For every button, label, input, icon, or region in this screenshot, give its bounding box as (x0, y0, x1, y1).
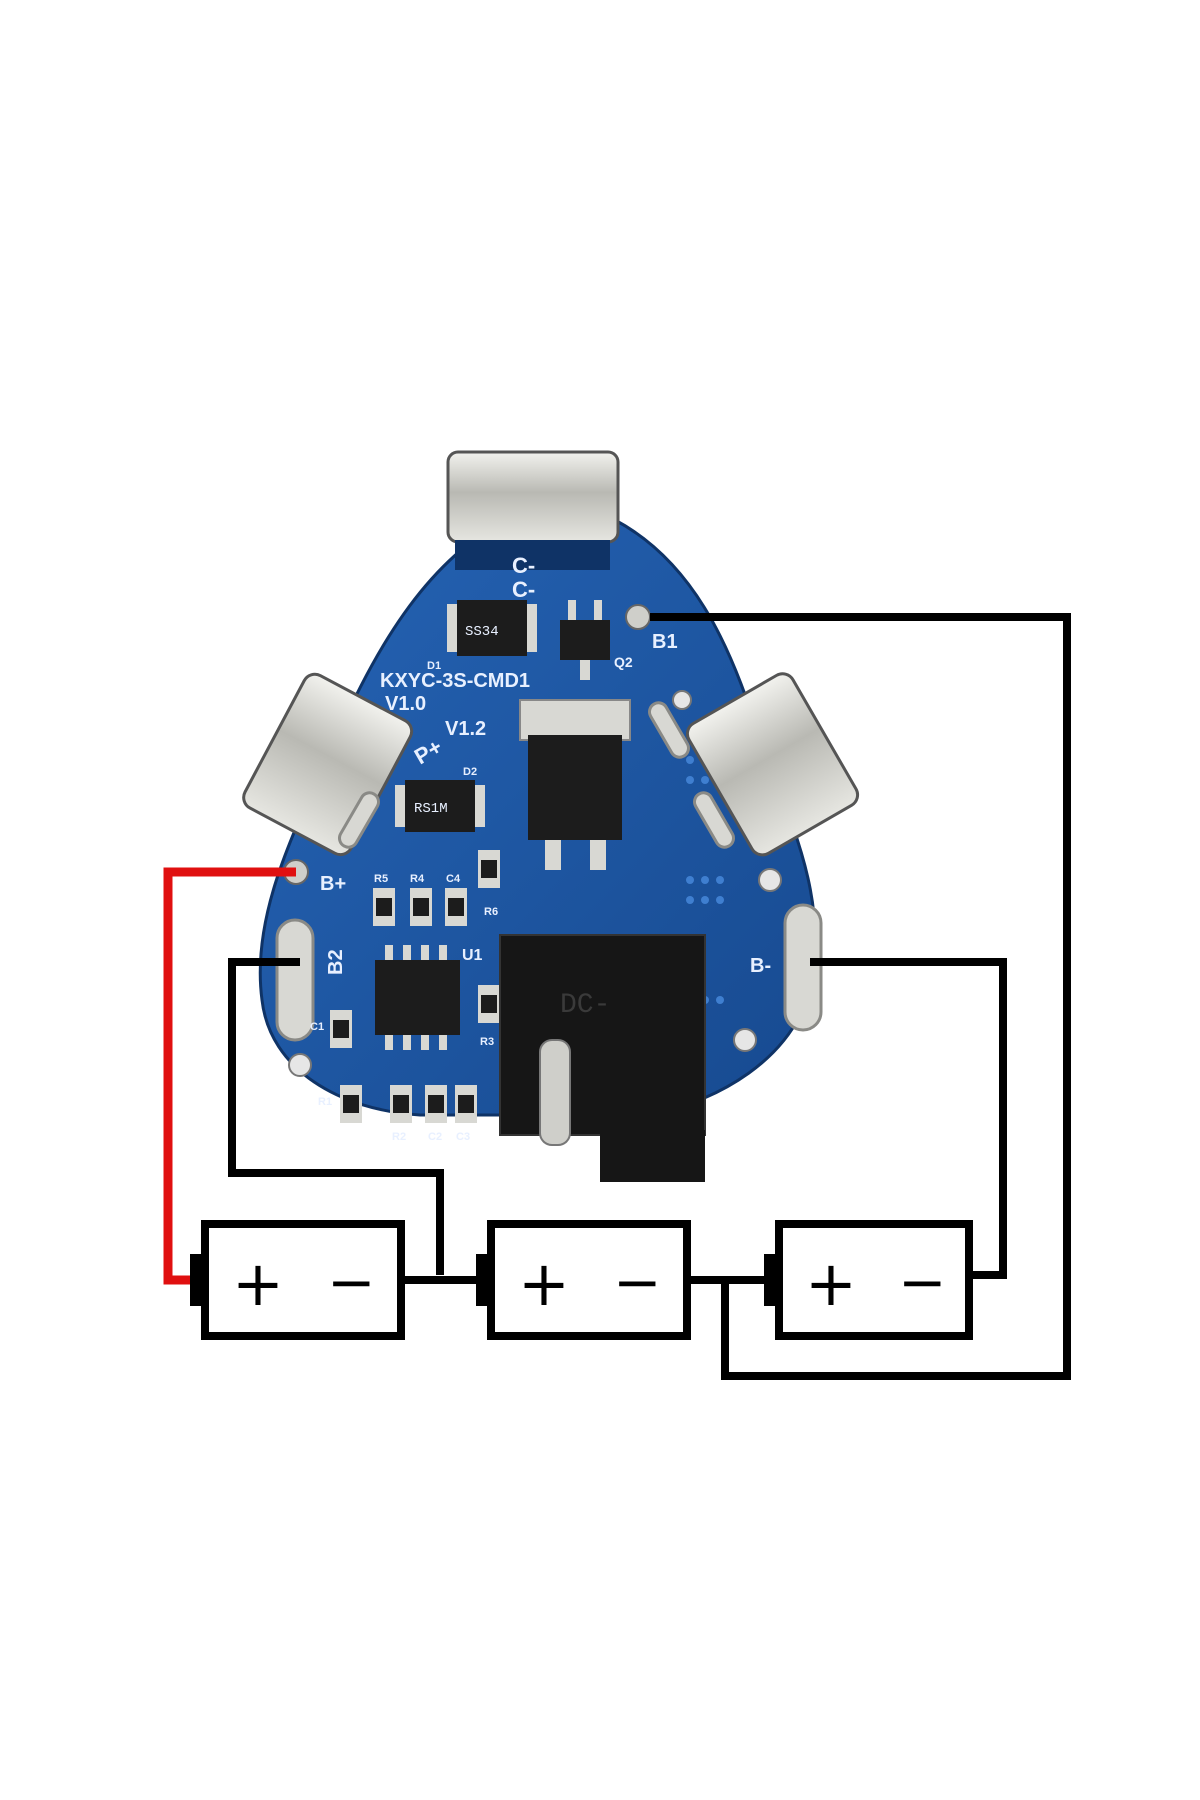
board-version-b: V1.2 (445, 718, 486, 740)
wire-b-minus (810, 958, 1007, 1279)
cell-3-plus: + (805, 1247, 857, 1320)
dc-jack: DC- (499, 934, 706, 1182)
ref-r3: R3 (480, 1036, 494, 1048)
ref-q2: Q2 (614, 654, 633, 670)
wire-b1 (650, 613, 1071, 1380)
board-version-a: V1.0 (385, 693, 426, 715)
wire-b-plus (163, 867, 296, 1285)
battery-cell-1: + − (190, 1220, 405, 1340)
label-b-minus: B- (750, 955, 771, 977)
battery-cell-2: + − (476, 1220, 691, 1340)
cell-1-minus: − (327, 1248, 376, 1316)
pad-b2 (275, 918, 315, 1042)
wires (163, 613, 1071, 1380)
ref-c1: C1 (310, 1021, 324, 1033)
dc-jack-marking: DC- (560, 990, 610, 1021)
ref-c4: C4 (446, 873, 461, 885)
pad-slots (275, 701, 823, 1042)
diode-d1: SS34 (447, 600, 537, 656)
ref-r4: R4 (410, 873, 425, 885)
cell-1-plus: + (232, 1247, 284, 1320)
tab-right (685, 672, 860, 857)
ref-r6: R6 (484, 906, 498, 918)
cell-2-plus: + (518, 1247, 570, 1320)
smd-passives (330, 850, 500, 1123)
cell-3-minus: − (898, 1248, 947, 1316)
label-b1: B1 (652, 631, 678, 653)
board-name: KXYC-3S-CMD1 (380, 670, 530, 692)
ref-r1: R1 (318, 1096, 332, 1108)
ref-c3: C3 (456, 1131, 470, 1143)
cell-2-minus: − (613, 1248, 662, 1316)
pad-b-minus (783, 903, 823, 1032)
solder-b1 (625, 604, 651, 630)
label-c-minus-1: C- (512, 553, 535, 578)
ref-r2: R2 (392, 1131, 406, 1143)
mosfet (519, 699, 631, 870)
label-c-minus-2: C- (512, 577, 535, 602)
ref-d1: D1 (427, 660, 441, 672)
label-b2: B2 (325, 949, 347, 975)
ref-u1: U1 (462, 947, 483, 964)
transistor-q2 (560, 600, 610, 680)
diode-d1-marking: SS34 (465, 624, 499, 640)
tab-top (446, 450, 620, 570)
label-b-plus: B+ (320, 873, 346, 895)
diode-d2: RS1M (395, 780, 485, 832)
battery-cell-3: + − (764, 1220, 973, 1340)
ref-c2: C2 (428, 1131, 442, 1143)
mounting-holes (288, 690, 782, 1077)
diode-d2-marking: RS1M (414, 801, 448, 817)
ref-r5: R5 (374, 873, 388, 885)
ref-d2: D2 (463, 766, 477, 778)
wire-b2 (228, 958, 444, 1275)
ic-u1 (375, 945, 460, 1050)
